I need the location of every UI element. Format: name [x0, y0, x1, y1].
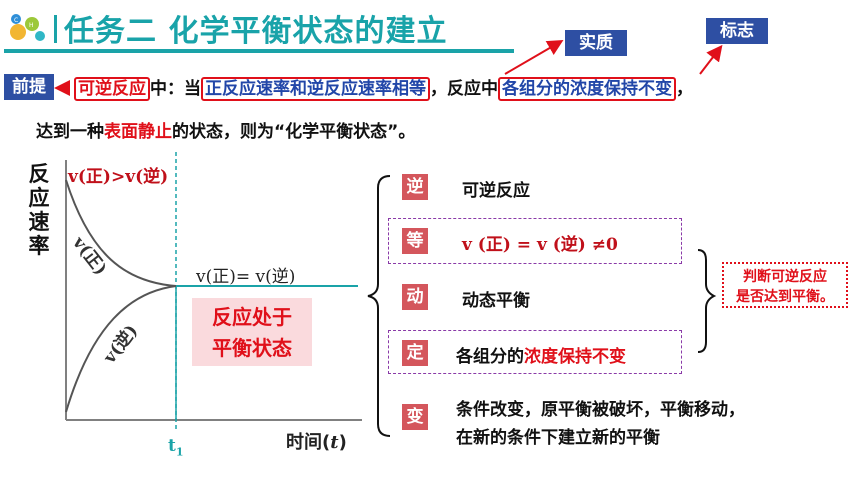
- title-accent-bar: [54, 15, 57, 43]
- constant-concentration-text: 各组分的浓度保持不变: [498, 77, 676, 101]
- reversible-reaction-text: 可逆反应: [74, 77, 150, 101]
- feature-tag-constant: 定: [402, 340, 428, 366]
- feature-text-reversible: 可逆反应: [462, 181, 530, 201]
- essence-tag: 实质: [565, 30, 627, 56]
- intro-line-2: 达到一种表面静止的状态，则为“化学平衡状态”。: [36, 122, 416, 142]
- annotation-arrows: [54, 39, 723, 96]
- molecule-logo-icon: C H: [10, 14, 45, 41]
- equal-rates-text: 正反应速率和逆反应速率相等: [201, 77, 430, 101]
- feature-tag-dynamic: 动: [402, 284, 428, 310]
- svg-text:C: C: [14, 17, 18, 24]
- reverse-rate-curve: [65, 285, 177, 413]
- y-axis-label: 反应速率: [28, 162, 50, 258]
- feature-text-equal: v (正) = v (逆) ≠0: [462, 235, 618, 255]
- feature-tag-reversible: 逆: [402, 174, 428, 200]
- t1-label: t1: [168, 436, 184, 459]
- svg-text:H: H: [29, 22, 34, 29]
- feature-text-constant: 各组分的浓度保持不变: [456, 347, 626, 367]
- page-title: 任务二 化学平衡状态的建立: [64, 14, 448, 49]
- judge-equilibrium-note: 判断可逆反应 是否达到平衡。: [722, 262, 848, 308]
- feature-text-dynamic: 动态平衡: [462, 291, 530, 311]
- title-underline: [4, 49, 514, 53]
- equilibrium-state-box: 反应处于 平衡状态: [192, 298, 312, 366]
- forward-rate-curve: [65, 179, 177, 287]
- equal-feature-frame: [388, 218, 682, 264]
- surface-static-text: 表面静止: [104, 122, 172, 142]
- premise-tag: 前提: [4, 74, 54, 100]
- rates-equal-label: v(正)= v(逆): [196, 267, 296, 287]
- forward-greater-label: v(正)>v(逆): [68, 167, 169, 187]
- feature-tag-equal: 等: [402, 228, 428, 254]
- sign-tag: 标志: [706, 18, 768, 44]
- constant-feature-frame: [388, 330, 682, 374]
- feature-brackets: [367, 175, 717, 437]
- x-axis-label: 时间(t): [286, 432, 347, 453]
- feature-tag-change: 变: [402, 404, 428, 430]
- rate-time-graph: [65, 152, 362, 432]
- intro-line-1: 可逆反应中：当正反应速率和逆反应速率相等，反应中各组分的浓度保持不变，: [74, 74, 693, 101]
- feature-text-change: 条件改变，原平衡被破坏，平衡移动， 在新的条件下建立新的平衡: [456, 400, 745, 448]
